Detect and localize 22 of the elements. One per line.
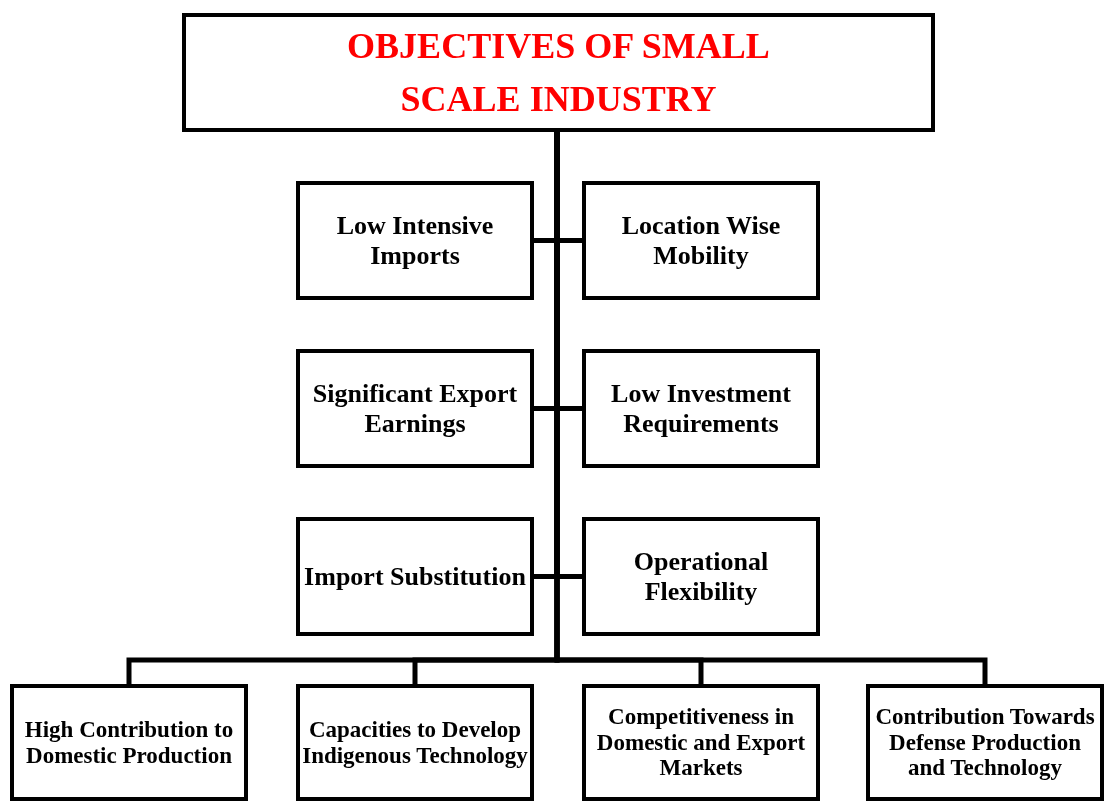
- objective-text: High Contribution to Domestic Production: [23, 716, 235, 769]
- objective-text: Low Investment Requirements: [610, 378, 792, 439]
- objective-box: [10, 684, 248, 801]
- objective-box: [296, 181, 534, 300]
- objective-text: Location Wise Mobility: [620, 210, 782, 271]
- objective-box: [582, 517, 820, 636]
- objective-box: [866, 684, 1104, 801]
- objective-text: Contribution Towards Defense Production and Technology: [874, 703, 1096, 782]
- objective-box: [582, 684, 820, 801]
- objective-box: [582, 181, 820, 300]
- objective-box: [296, 517, 534, 636]
- objective-text: Import Substitution: [304, 561, 526, 592]
- objective-text: Competitiveness in Domestic and Export Markets: [595, 703, 807, 782]
- objective-text: Significant Export Earnings: [311, 378, 519, 439]
- objective-text: Low Intensive Imports: [335, 210, 495, 271]
- objective-box: [582, 349, 820, 468]
- title-text: OBJECTIVES OF SMALL SCALE INDUSTRY: [346, 25, 771, 121]
- objective-text: Operational Flexibility: [632, 546, 770, 607]
- objective-text: Capacities to Develop Indigenous Technology: [302, 716, 528, 769]
- objective-box: [296, 349, 534, 468]
- title-box: [182, 13, 935, 132]
- objective-box: [296, 684, 534, 801]
